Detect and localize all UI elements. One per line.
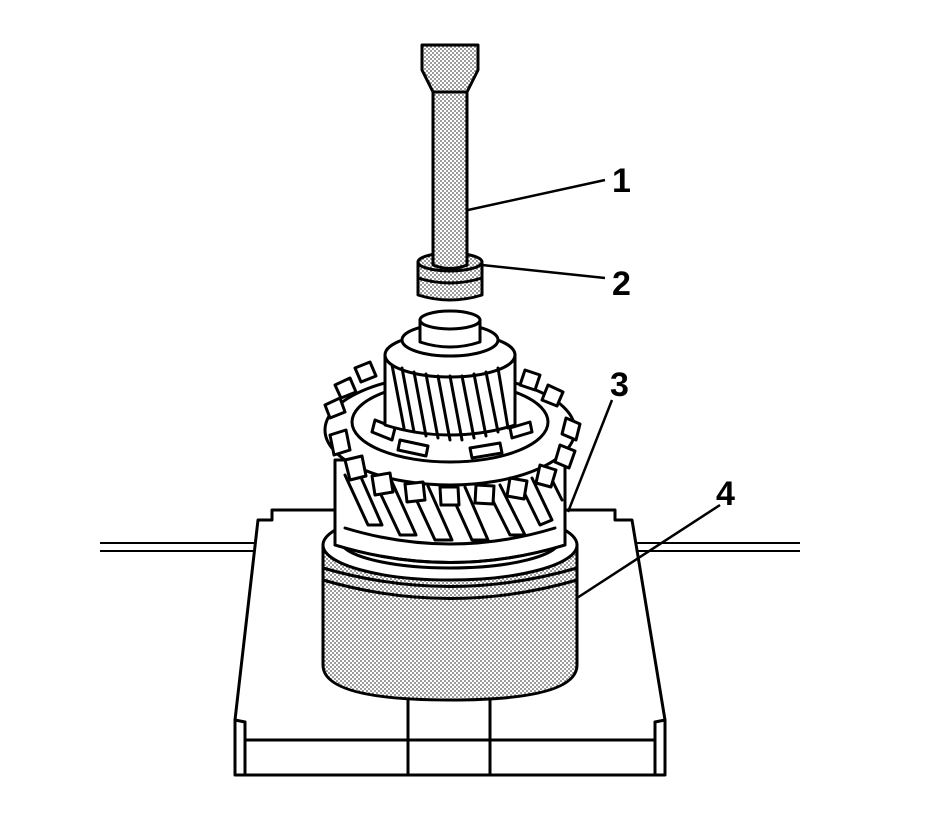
synchro-teeth — [323, 360, 582, 507]
input-gear-teeth — [390, 363, 510, 442]
callout-2: 2 — [612, 265, 631, 303]
item-1-press-ram — [420, 43, 480, 270]
callout-1: 1 — [612, 162, 631, 200]
gear-helical-teeth — [343, 470, 564, 542]
leader-lines — [467, 178, 721, 600]
input-shaft-gear — [383, 309, 517, 442]
callout-4: 4 — [716, 475, 735, 513]
callout-3: 3 — [610, 366, 629, 404]
